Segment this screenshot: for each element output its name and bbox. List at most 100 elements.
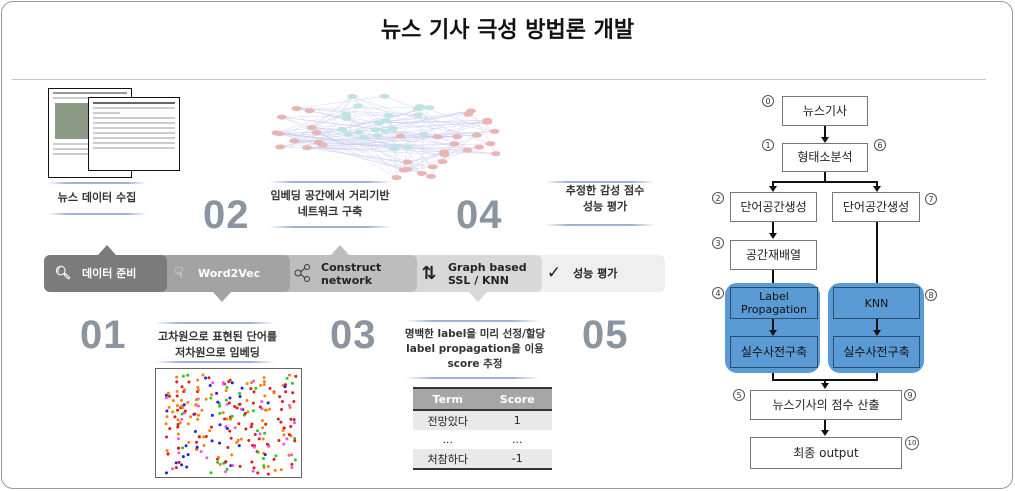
network-node [291,106,302,112]
network-graph-image [271,93,500,180]
scatter-dot [216,460,220,464]
network-node [424,105,435,111]
scatter-dot [252,466,256,470]
flow-knn: KNN [833,287,920,319]
scatter-dot [237,422,241,426]
scatter-dot [285,376,289,380]
divider [268,181,392,183]
divider [47,182,147,184]
scatter-dot [173,415,177,419]
scatter-dot [229,436,233,440]
network-edge [296,108,419,116]
scatter-dot [179,398,183,402]
caption-line: 추정한 감성 점수 [565,184,645,197]
scatter-dot [216,400,220,404]
scatter-dot [218,462,222,466]
network-node [418,131,429,137]
network-edge [276,132,445,155]
scatter-dot [239,407,243,411]
scatter-dot [247,438,251,442]
scatter-dot [221,411,225,415]
scatter-dot [205,456,209,460]
network-edge [294,107,430,142]
network-edge [421,134,424,174]
network-edge [418,114,438,138]
divider [405,377,540,379]
scatter-dot [224,389,228,393]
scatter-dot [174,461,178,465]
network-edge [293,96,353,142]
network-node [465,108,476,114]
network-edge [385,131,438,138]
scatter-dot [249,425,253,429]
scatter-dot [218,423,222,427]
scatter-dot [224,398,228,402]
network-edge [280,146,496,154]
scatter-dot [180,417,184,421]
scatter-dot [252,390,256,394]
network-edge [385,120,477,136]
scatter-dot [289,424,293,428]
flow-word-space-right: 단어공간생성 [832,192,920,222]
step-marker: 10 [905,436,919,450]
scatter-dot [228,429,232,433]
scatter-dot [164,435,168,439]
scatter-dot [195,440,199,444]
caption-line: 저차원으로 임베딩 [175,346,260,359]
scatter-dot [186,453,190,457]
step-number-04: 04 [456,193,503,237]
scatter-dot [175,375,179,379]
scatter-dot [177,446,181,450]
network-node [402,159,413,165]
scatter-dot [196,388,200,392]
scatter-dot [181,446,185,450]
header-term: Term [432,392,463,406]
network-node [437,159,448,165]
network-node [391,143,402,149]
scatter-dot [208,429,212,433]
scatter-dot [193,430,197,434]
scatter-dot [229,417,233,421]
step-marker: 4 [712,287,724,299]
scatter-dot [281,399,285,403]
scatter-dot [290,462,294,466]
scatter-dot [267,444,271,448]
flow-rearrange: 공간재배열 [730,240,817,270]
table-row: ...... [413,430,552,449]
scatter-dot [183,409,187,413]
cell: ... [442,433,454,446]
step-marker: 6 [874,139,886,151]
scatter-dot [225,467,229,471]
scatter-dot [226,446,230,450]
scatter-dot [287,453,291,457]
scatter-dot [164,393,168,397]
scatter-dot [282,433,286,437]
scatter-dot [259,383,263,387]
network-edge [307,136,458,148]
divider [155,322,275,324]
network-node [271,130,282,136]
network-node [449,141,460,147]
cell: 전망있다 [427,414,468,428]
scatter-dot [166,391,170,395]
scatter-dot [227,380,231,384]
network-edge [363,131,495,138]
network-edge [294,140,422,174]
scatter-dot [197,435,201,439]
scatter-dot [164,422,168,426]
network-edge [276,105,359,134]
scatter-dot [210,413,214,417]
network-node [289,138,300,144]
divider [545,224,655,226]
scatter-dot [180,404,184,408]
scatter-dot [279,420,283,424]
scatter-dot [274,454,278,458]
share-icon [291,263,313,284]
scatter-dot [263,394,267,398]
network-edge [307,147,445,155]
scatter-dot [209,471,213,475]
scatter-dot [211,381,215,385]
network-edge [281,116,438,138]
scatter-dot [264,422,268,426]
